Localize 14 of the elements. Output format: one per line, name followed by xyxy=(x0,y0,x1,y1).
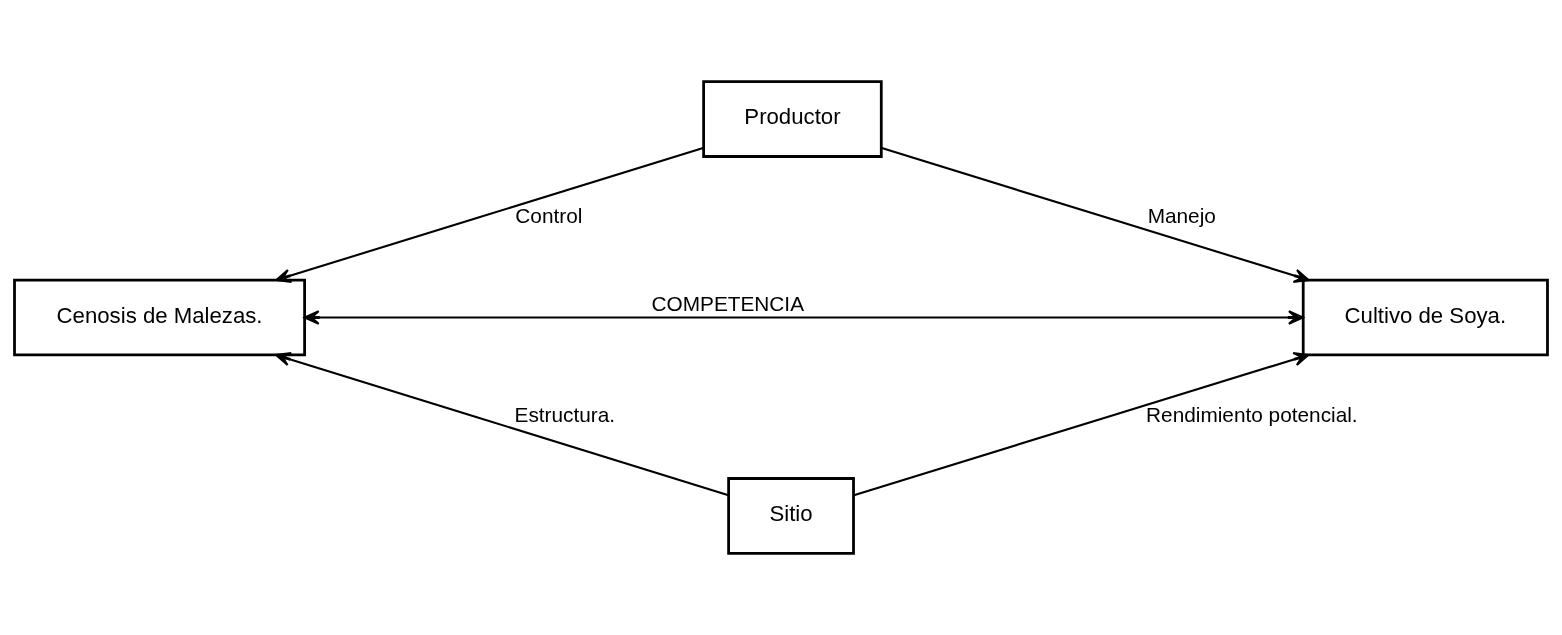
node-box: Sitio xyxy=(727,477,855,555)
arrow xyxy=(881,147,1310,283)
arrow xyxy=(275,147,704,283)
arrow xyxy=(853,352,1310,497)
node-box: Productor xyxy=(702,80,883,158)
edge-label: Manejo xyxy=(1147,204,1216,228)
edge-label: COMPETENCIA xyxy=(651,291,805,315)
edge-label: Control xyxy=(515,204,583,228)
node-box: Cenosis de Malezas. xyxy=(13,278,306,357)
edge-label: Estructura. xyxy=(514,402,616,426)
edge-label: Rendimiento potencial. xyxy=(1146,402,1358,426)
arrow xyxy=(275,352,729,497)
arrow xyxy=(303,310,1304,325)
node-box: Cultivo de Soya. xyxy=(1301,278,1549,357)
